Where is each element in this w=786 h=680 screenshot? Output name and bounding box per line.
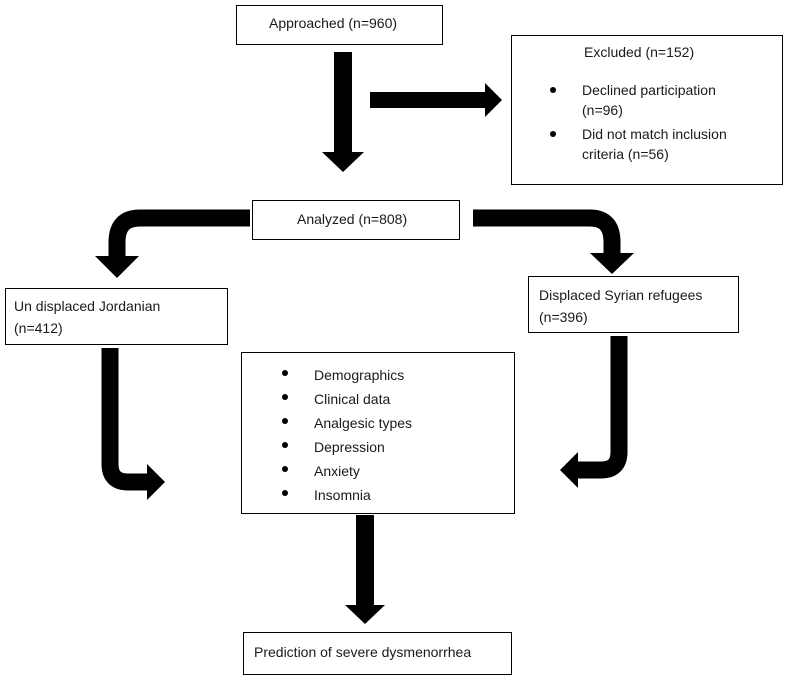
jordanian-label-line2: (n=412) xyxy=(14,320,63,336)
arrow-jordanian-to-factors xyxy=(101,348,165,500)
excluded-box: Excluded (n=152) Declined participation … xyxy=(511,35,783,185)
approached-box: Approached (n=960) xyxy=(236,5,443,45)
arrow-analyzed-to-syrian xyxy=(473,209,634,274)
excluded-item-line2: (n=96) xyxy=(582,102,623,118)
syrian-box: Displaced Syrian refugees (n=396) xyxy=(528,276,739,333)
factor-item: Anxiety xyxy=(276,459,412,483)
factor-item: Clinical data xyxy=(276,387,412,411)
syrian-label-line1: Displaced Syrian refugees xyxy=(539,287,703,303)
arrow-analyzed-to-jordanian xyxy=(95,209,250,278)
arrow-syrian-to-factors xyxy=(560,336,628,488)
excluded-item: Declined participation (n=96) xyxy=(544,80,727,120)
factor-item: Demographics xyxy=(276,363,412,387)
jordanian-box: Un displaced Jordanian (n=412) xyxy=(5,288,228,345)
approached-label: Approached (n=960) xyxy=(269,15,398,31)
excluded-item-line2: criteria (n=56) xyxy=(582,146,669,162)
factor-item: Depression xyxy=(276,435,412,459)
arrow-factors-to-outcome xyxy=(345,515,385,624)
arrow-approached-to-analyzed xyxy=(322,52,364,172)
factors-list: Demographics Clinical data Analgesic typ… xyxy=(276,363,412,507)
arrow-to-excluded xyxy=(370,83,502,117)
syrian-label-line2: (n=396) xyxy=(539,309,588,325)
excluded-item: Did not match inclusion criteria (n=56) xyxy=(544,124,727,164)
excluded-item-line1: Did not match inclusion xyxy=(582,126,727,142)
excluded-title: Excluded (n=152) xyxy=(584,44,695,60)
outcome-box: Prediction of severe dysmenorrhea xyxy=(243,632,512,675)
excluded-item-line1: Declined participation xyxy=(582,82,716,98)
factors-box: Demographics Clinical data Analgesic typ… xyxy=(241,352,515,514)
factor-item: Analgesic types xyxy=(276,411,412,435)
analyzed-box: Analyzed (n=808) xyxy=(252,200,460,240)
factor-item: Insomnia xyxy=(276,483,412,507)
excluded-list: Declined participation (n=96) Did not ma… xyxy=(544,80,727,164)
analyzed-label: Analyzed (n=808) xyxy=(297,211,408,227)
jordanian-label-line1: Un displaced Jordanian xyxy=(14,298,161,314)
outcome-label: Prediction of severe dysmenorrhea xyxy=(254,644,472,660)
